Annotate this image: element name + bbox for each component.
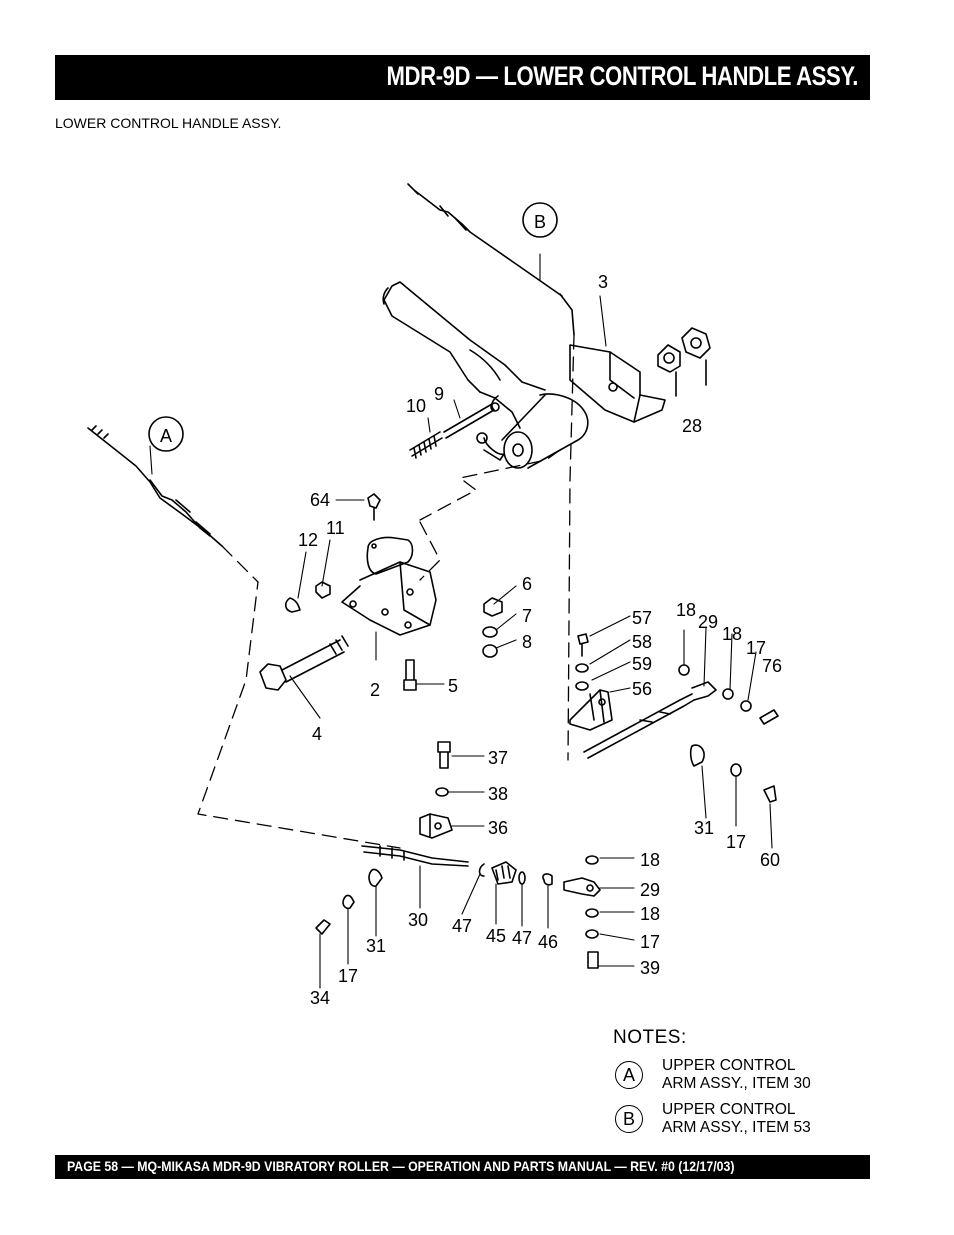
part-label: 64 [310, 490, 330, 510]
part-label: 7 [522, 606, 532, 626]
note-line: ARM ASSY., ITEM 30 [662, 1075, 811, 1092]
part-label: 46 [538, 932, 558, 952]
pivot-bracket-2 [341, 536, 437, 636]
part-label: 10 [406, 396, 426, 416]
callout-b-letter: B [534, 212, 546, 232]
footer-bar: PAGE 58 — MQ-MIKASA MDR-9D VIBRATORY ROL… [55, 1155, 870, 1179]
header-bar: MDR-9D — LOWER CONTROL HANDLE ASSY. [55, 55, 870, 100]
part-label: 57 [632, 608, 652, 628]
part-label: 17 [640, 932, 660, 952]
part-label: 2 [370, 680, 380, 700]
part-label: 17 [746, 638, 766, 658]
grease-nipple-64 [367, 493, 381, 521]
part-labels: 3 28 9 10 64 11 12 6 7 8 2 5 4 57 58 59 … [298, 272, 782, 1008]
part-label: 28 [682, 416, 702, 436]
cable-a [87, 425, 223, 547]
part-label: 3 [598, 272, 608, 292]
callout-a: A [148, 416, 184, 452]
handle-lever [382, 281, 589, 469]
part-label: 34 [310, 988, 330, 1008]
part-label: 38 [488, 784, 508, 804]
callout-a-letter: A [160, 426, 172, 446]
page-title: MDR-9D — LOWER CONTROL HANDLE ASSY. [386, 61, 858, 91]
part-label: 47 [512, 928, 532, 948]
spring-rod [409, 403, 495, 459]
diagram-subtitle: LOWER CONTROL HANDLE ASSY. [55, 115, 282, 131]
part-label: 17 [726, 832, 746, 852]
small-hardware-left [284, 581, 503, 658]
footer-text: PAGE 58 — MQ-MIKASA MDR-9D VIBRATORY ROL… [67, 1158, 735, 1174]
leader-lines [149, 253, 773, 989]
notes-title: NOTES: [613, 1027, 687, 1048]
part-label: 31 [366, 936, 386, 956]
note-letter-a: A [615, 1061, 643, 1089]
part-label: 29 [640, 880, 660, 900]
notes-panel: NOTES: A UPPER CONTROL ARM ASSY., ITEM 3… [613, 1027, 873, 1136]
part-label: 18 [640, 850, 660, 870]
bolt-37-group [419, 741, 453, 839]
rod-end-29 [563, 855, 601, 969]
part-label: 29 [698, 612, 718, 632]
part-label: 45 [486, 926, 506, 946]
part-label: 31 [694, 818, 714, 838]
dash-lines [197, 334, 575, 849]
part-label: 18 [640, 904, 660, 924]
part-label: 8 [522, 632, 532, 652]
lower-cable-30 [315, 845, 553, 935]
note-text-b: UPPER CONTROL ARM ASSY., ITEM 53 [662, 1101, 811, 1137]
part-label: 76 [762, 656, 782, 676]
note-line: UPPER CONTROL [662, 1101, 796, 1118]
part-label: 47 [452, 916, 472, 936]
note-item-b: B UPPER CONTROL ARM ASSY., ITEM 53 [613, 1101, 873, 1141]
note-letter-b: B [615, 1105, 643, 1133]
nuts-28 [657, 327, 711, 397]
cable-b [407, 183, 575, 336]
part-label: 59 [632, 654, 652, 674]
part-label: 36 [488, 818, 508, 838]
note-item-a: A UPPER CONTROL ARM ASSY., ITEM 30 [613, 1057, 873, 1097]
part-label: 6 [522, 574, 532, 594]
part-label: 37 [488, 748, 508, 768]
note-line: ARM ASSY., ITEM 53 [662, 1119, 811, 1136]
cable-end-right [583, 664, 779, 803]
part-label: 5 [448, 676, 458, 696]
note-line: UPPER CONTROL [662, 1057, 796, 1074]
part-label: 9 [434, 384, 444, 404]
bolt-5 [403, 659, 417, 691]
part-label: 4 [312, 724, 322, 744]
part-label: 60 [760, 850, 780, 870]
part-label: 17 [338, 966, 358, 986]
part-label: 58 [632, 632, 652, 652]
bolt-4 [259, 635, 349, 691]
part-label: 39 [640, 958, 660, 978]
bracket-56 [569, 633, 613, 731]
bracket-3 [569, 344, 666, 423]
part-label: 56 [632, 679, 652, 699]
part-label: 12 [298, 530, 318, 550]
callout-b: B [522, 202, 558, 238]
part-label: 18 [676, 600, 696, 620]
note-text-a: UPPER CONTROL ARM ASSY., ITEM 30 [662, 1057, 811, 1093]
part-label: 30 [408, 910, 428, 930]
part-label: 11 [326, 518, 345, 538]
part-label: 18 [722, 624, 742, 644]
